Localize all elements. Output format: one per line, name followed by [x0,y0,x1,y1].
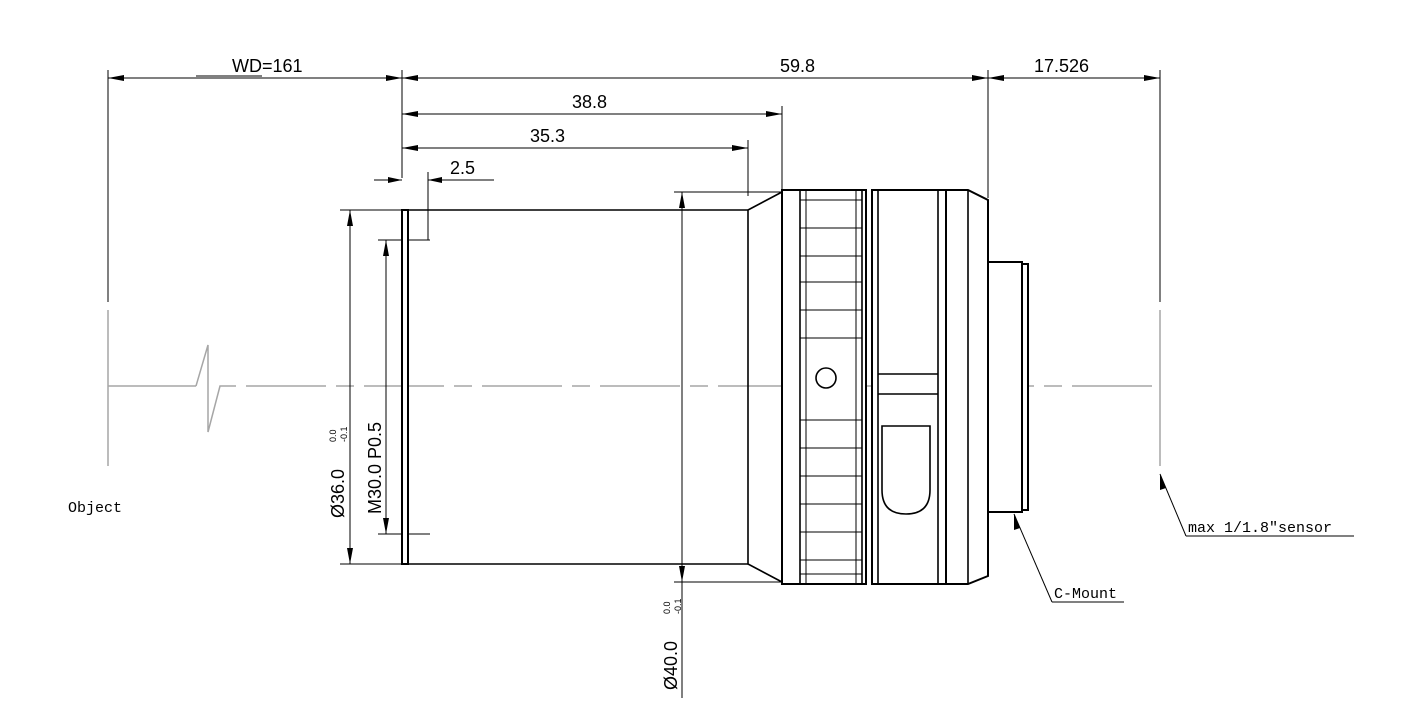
dim-38-8: 38.8 [402,92,782,117]
dim-2-5: 2.5 [374,158,494,183]
c-mount-flange [987,261,1023,513]
dim-dia-40: Ø40.0 0.0 -0.1 [661,191,782,698]
wd-label: WD=161 [232,56,303,76]
length-38-label: 38.8 [572,92,607,112]
rear-barrel [945,189,989,585]
iris-grip [881,425,931,515]
back-focus-label: 17.526 [1034,56,1089,76]
sensor-callout: max 1/1.8″sensor [1159,473,1354,537]
sensor-label: max 1/1.8″sensor [1188,520,1332,537]
iris-ring [871,189,947,585]
dia-40-label: Ø40.0 [661,641,681,690]
total-length-label: 59.8 [780,56,815,76]
lock-screw-icon [815,367,837,389]
c-mount-callout: C-Mount [1013,513,1124,603]
knurl-bands [800,199,862,575]
dia-36-label: Ø36.0 [328,469,348,518]
lens-body [401,189,1029,585]
dim-thread: M30.0 P0.5 [365,239,430,535]
dia-40-tol-lower: -0.1 [673,598,683,614]
thread-length-label: 2.5 [450,158,475,178]
dim-59-8: 59.8 [402,56,988,81]
c-mount-label: C-Mount [1054,586,1117,603]
dim-dia-36: Ø36.0 0.0 -0.1 [328,209,404,565]
length-35-label: 35.3 [530,126,565,146]
dia-36-tol-upper: 0.0 [328,429,338,442]
object-label: Object [68,500,122,517]
dim-wd: WD=161 [108,56,402,81]
dia-36-tol-lower: -0.1 [339,426,349,442]
thread-spec-label: M30.0 P0.5 [365,422,385,514]
extension-lines [107,70,1161,302]
dia-40-tol-upper: 0.0 [662,601,672,614]
dim-35-3: 35.3 [402,126,748,151]
dim-17-526: 17.526 [988,56,1160,81]
